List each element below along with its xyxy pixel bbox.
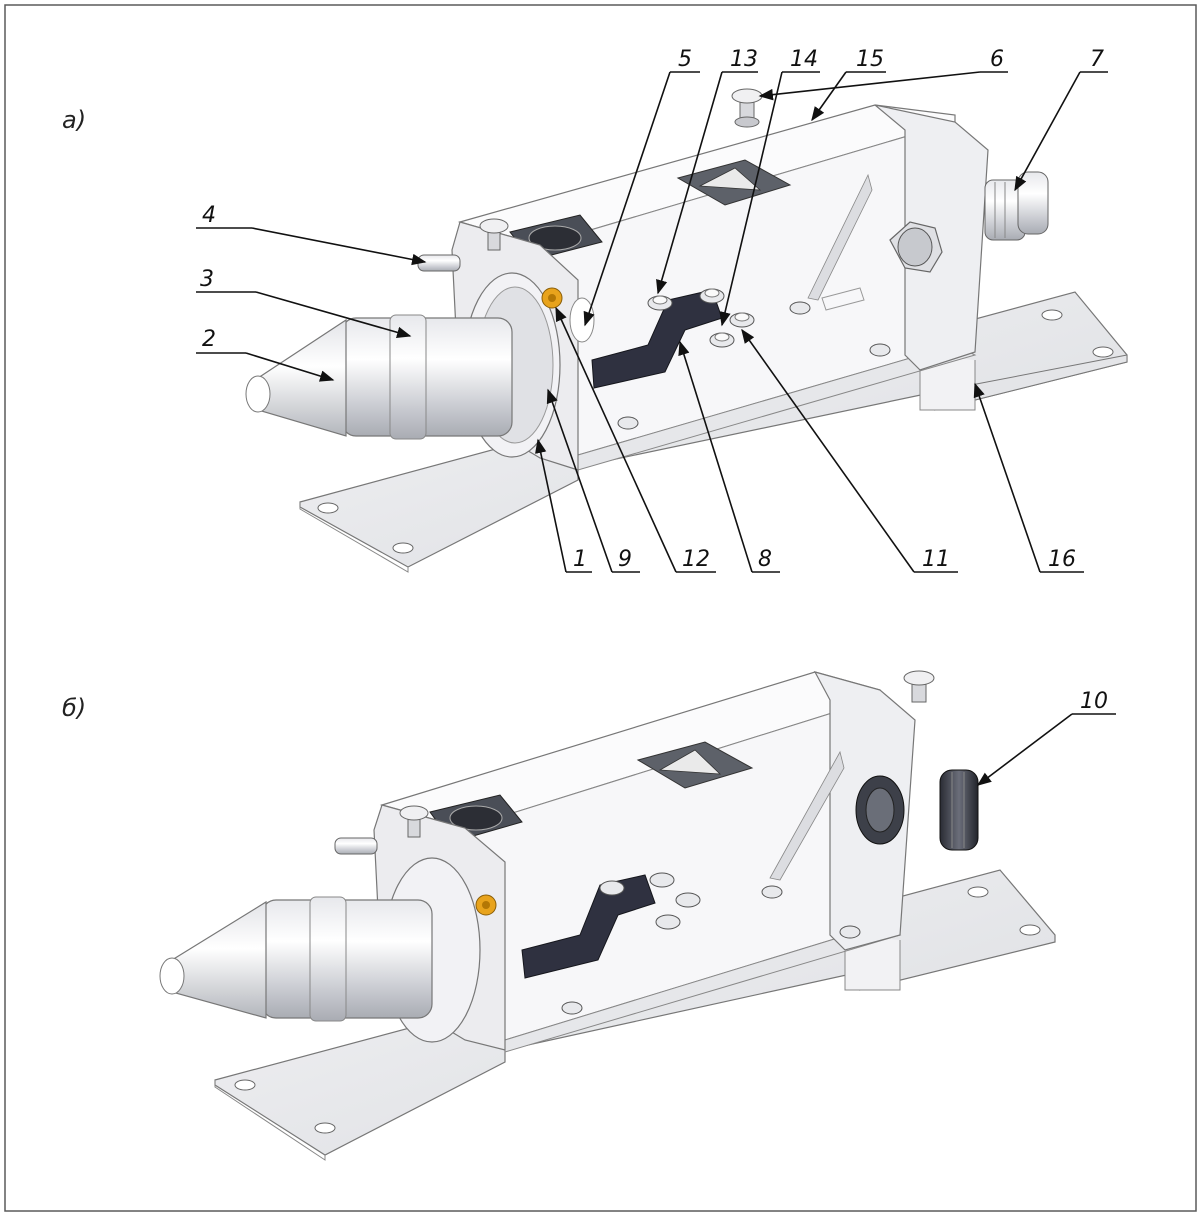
callout-8: 8 [678,340,780,573]
sensor-body [341,317,513,437]
mount-hole [234,1079,256,1091]
callout-2: 2 [196,327,335,382]
screw [709,332,735,348]
mount-hole [967,886,989,898]
screw [699,288,725,304]
panel-b-label: б) [62,694,86,722]
svg-text:15: 15 [856,47,884,72]
svg-text:5: 5 [678,47,692,72]
panel-b: б) [62,670,1116,1161]
svg-text:8: 8 [758,547,772,572]
svg-text:12: 12 [682,547,710,572]
svg-text:11: 11 [922,547,950,572]
mount-hole [1092,346,1114,358]
screw [599,880,625,896]
callout-10: 10 [976,689,1116,786]
svg-text:7: 7 [1090,47,1104,72]
callout-3: 3 [196,267,412,338]
side-nipple [417,254,461,272]
screw [655,914,681,930]
screw [839,925,861,939]
sensor-body [261,899,433,1019]
panel-a-label: а) [62,106,86,134]
mount-hole [1019,924,1041,936]
mount-hole [314,1122,336,1134]
svg-text:10: 10 [1080,689,1108,714]
svg-text:13: 13 [730,47,758,72]
callout-5: 5 [583,47,700,327]
callout-1: 1 [535,438,592,573]
screw [789,301,811,315]
screw [647,295,673,311]
dark-connector [939,769,979,851]
svg-text:4: 4 [202,203,216,228]
ground-strap [521,874,656,979]
svg-text:2: 2 [202,327,216,352]
right-foot [844,935,901,991]
svg-text:3: 3 [200,267,214,292]
mount-hole [317,502,339,514]
warning-sign-icon [636,741,754,789]
screw [729,312,755,328]
panel-a: а) [62,47,1128,573]
screw [675,892,701,908]
callout-6: 6 [758,47,1008,101]
screw [561,1001,583,1015]
connector [984,171,1049,241]
callout-15: 15 [811,47,886,122]
mount-hole [1041,309,1063,321]
callout-7: 7 [1014,47,1108,192]
svg-text:9: 9 [618,547,632,572]
callout-14: 14 [719,47,820,327]
svg-text:6: 6 [990,47,1004,72]
callout-11: 11 [741,328,958,573]
screw [617,416,639,430]
mount-hole [392,542,414,554]
top-knob [903,670,935,703]
callout-4: 4 [196,203,427,266]
screw [761,885,783,899]
callout-9: 9 [546,388,640,573]
side-nipple [334,837,378,855]
left-knob [479,218,509,251]
svg-text:16: 16 [1048,547,1076,572]
dark-gland [855,775,905,845]
svg-text:1: 1 [573,547,587,572]
white-cap [569,297,595,343]
callout-13: 13 [656,47,758,295]
left-knob [399,805,429,838]
warning-sign-icon [676,159,792,206]
callout-16: 16 [973,382,1084,573]
screw [649,872,675,888]
svg-text:14: 14 [790,47,818,72]
callout-12: 12 [555,306,716,573]
screw [869,343,891,357]
